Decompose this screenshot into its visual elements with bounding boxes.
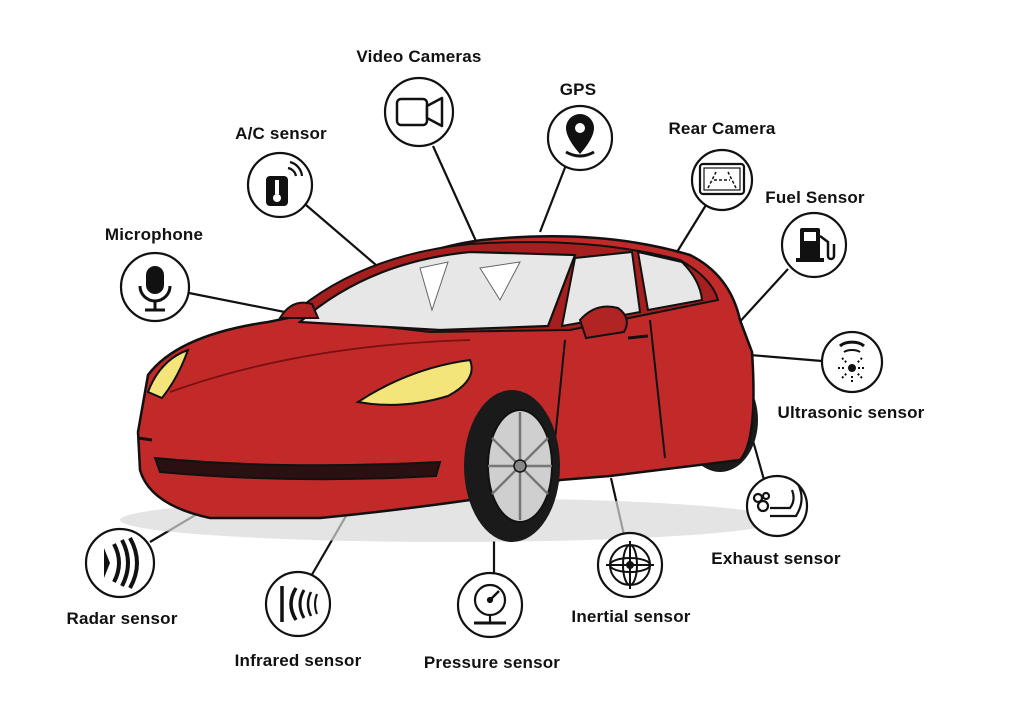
thermometer-icon [266, 160, 304, 206]
leader-line-gps [538, 164, 568, 233]
right-headlight [355, 358, 473, 406]
label-video-cameras: Video Cameras [356, 47, 482, 66]
gyroscope-icon [606, 541, 654, 589]
label-exhaust-sensor: Exhaust sensor [711, 549, 841, 568]
leader-line-rear-camera [676, 204, 707, 253]
left-headlight [146, 348, 190, 400]
fog-light [137, 436, 153, 442]
front-side-window [560, 250, 642, 328]
rear-side-window [636, 250, 704, 312]
ultrasonic-sensor-circle [820, 330, 884, 394]
fuel-pump-icon [796, 228, 836, 262]
label-inertial-sensor: Inertial sensor [571, 607, 691, 626]
video-camera-icon [395, 96, 444, 128]
label-pressure-sensor: Pressure sensor [423, 653, 561, 672]
leader-line-fuel-sensor [734, 268, 789, 328]
map-pin-icon [565, 114, 595, 158]
label-fuel-sensor: Fuel Sensor [765, 188, 865, 207]
microphone-icon [138, 266, 172, 312]
door-handle [627, 334, 649, 340]
label-radar-sensor: Radar sensor [66, 609, 178, 628]
label-ultrasonic-sensor: Ultrasonic sensor [777, 403, 925, 422]
infrared-sensor-circle [264, 570, 332, 638]
label-ac-sensor: A/C sensor [235, 124, 327, 143]
pressure-gauge-icon [473, 583, 507, 625]
lower-grille [153, 456, 442, 481]
label-rear-camera: Rear Camera [668, 119, 776, 138]
ultrasonic-waves-icon [838, 340, 866, 384]
side-mirror [578, 305, 628, 340]
exhaust-pipe-icon [752, 483, 803, 518]
rear-camera-screen-icon [698, 162, 746, 196]
pressure-sensor-circle [456, 571, 524, 639]
leader-line-video-cameras [431, 145, 482, 251]
label-gps: GPS [559, 80, 597, 99]
label-infrared-sensor: Infrared sensor [234, 651, 362, 670]
label-microphone: Microphone [104, 225, 204, 244]
radar-waves-icon [104, 537, 139, 589]
front-wheel-hub [513, 459, 527, 473]
hood-crease [169, 339, 471, 393]
infrared-waves-icon [280, 586, 318, 622]
leader-line-ultrasonic-sensor [749, 353, 823, 363]
windshield-reflection [419, 261, 521, 312]
left-mirror [278, 301, 320, 319]
